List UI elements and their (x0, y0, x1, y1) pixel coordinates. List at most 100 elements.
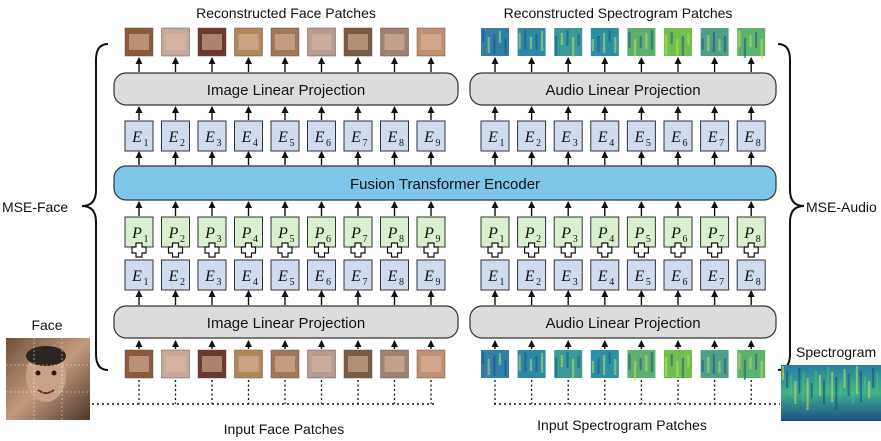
svg-text:1: 1 (500, 138, 505, 149)
svg-text:P: P (314, 225, 325, 242)
reconstructed-face-patches (124, 27, 446, 57)
svg-text:E: E (670, 129, 681, 146)
svg-text:P: P (634, 225, 645, 242)
svg-text:2: 2 (180, 277, 185, 288)
input-face-patch-8 (380, 349, 409, 379)
input-spec-patch-7 (700, 350, 729, 378)
input-spec-patch-6 (664, 350, 692, 378)
plus-icon (313, 242, 330, 258)
svg-text:8: 8 (399, 277, 404, 288)
svg-text:E: E (241, 129, 252, 146)
svg-text:3: 3 (217, 277, 222, 288)
svg-text:E: E (743, 268, 754, 285)
input-spectrogram-patches (481, 350, 766, 381)
svg-text:5: 5 (290, 277, 295, 288)
svg-text:E: E (131, 129, 142, 146)
svg-text:E: E (634, 268, 645, 285)
input-face-patch-5 (270, 349, 300, 379)
svg-text:8: 8 (399, 138, 404, 149)
svg-text:P: P (670, 225, 681, 242)
svg-text:4: 4 (253, 277, 258, 288)
svg-text:E: E (204, 268, 215, 285)
svg-text:E: E (524, 268, 535, 285)
top-face-label: Reconstructed Face Patches (196, 5, 376, 21)
svg-text:E: E (277, 129, 288, 146)
svg-text:4: 4 (253, 138, 258, 149)
svg-text:P: P (743, 225, 754, 242)
spectrogram-image (781, 365, 881, 421)
input-face-patch-6 (307, 349, 336, 379)
plus-icon (204, 242, 220, 258)
svg-text:E: E (314, 268, 325, 285)
svg-text:E: E (168, 129, 179, 146)
plus-icon (743, 242, 759, 258)
bottom-audio-projection-text: Audio Linear Projection (545, 315, 700, 332)
input-spec-patch-1 (481, 350, 509, 378)
bottom-face-label: Input Face Patches (224, 421, 345, 437)
svg-text:P: P (131, 225, 142, 242)
svg-text:1: 1 (144, 138, 149, 149)
svg-text:P: P (560, 225, 571, 242)
svg-text:8: 8 (756, 277, 761, 288)
svg-text:7: 7 (363, 138, 368, 149)
svg-text:6: 6 (683, 234, 688, 245)
svg-text:E: E (277, 268, 288, 285)
svg-text:P: P (597, 225, 608, 242)
svg-text:4: 4 (609, 138, 614, 149)
reconstructed-face-patch-6 (307, 27, 336, 57)
svg-text:4: 4 (609, 277, 614, 288)
svg-text:P: P (387, 225, 398, 242)
input-spec-patch-8 (737, 350, 766, 381)
svg-text:P: P (423, 225, 434, 242)
svg-text:3: 3 (573, 138, 578, 149)
svg-text:E: E (423, 129, 434, 146)
bottom-image-projection: Image Linear Projection (113, 305, 459, 339)
svg-text:E: E (387, 129, 398, 146)
svg-text:E: E (168, 268, 179, 285)
svg-text:6: 6 (683, 138, 688, 149)
svg-text:P: P (204, 225, 215, 242)
input-face-patches (124, 349, 446, 379)
input-face-patch-9 (416, 349, 446, 379)
plus-icon (633, 242, 649, 258)
svg-text:E: E (743, 129, 754, 146)
svg-text:2: 2 (180, 234, 185, 245)
svg-text:9: 9 (436, 138, 441, 149)
svg-text:7: 7 (719, 277, 724, 288)
reconstructed-spec-patch-8 (737, 28, 766, 59)
plus-icon (560, 242, 576, 258)
svg-text:E: E (204, 129, 215, 146)
svg-text:1: 1 (500, 234, 505, 245)
svg-text:6: 6 (326, 277, 331, 288)
input-spec-patch-3 (554, 350, 583, 379)
